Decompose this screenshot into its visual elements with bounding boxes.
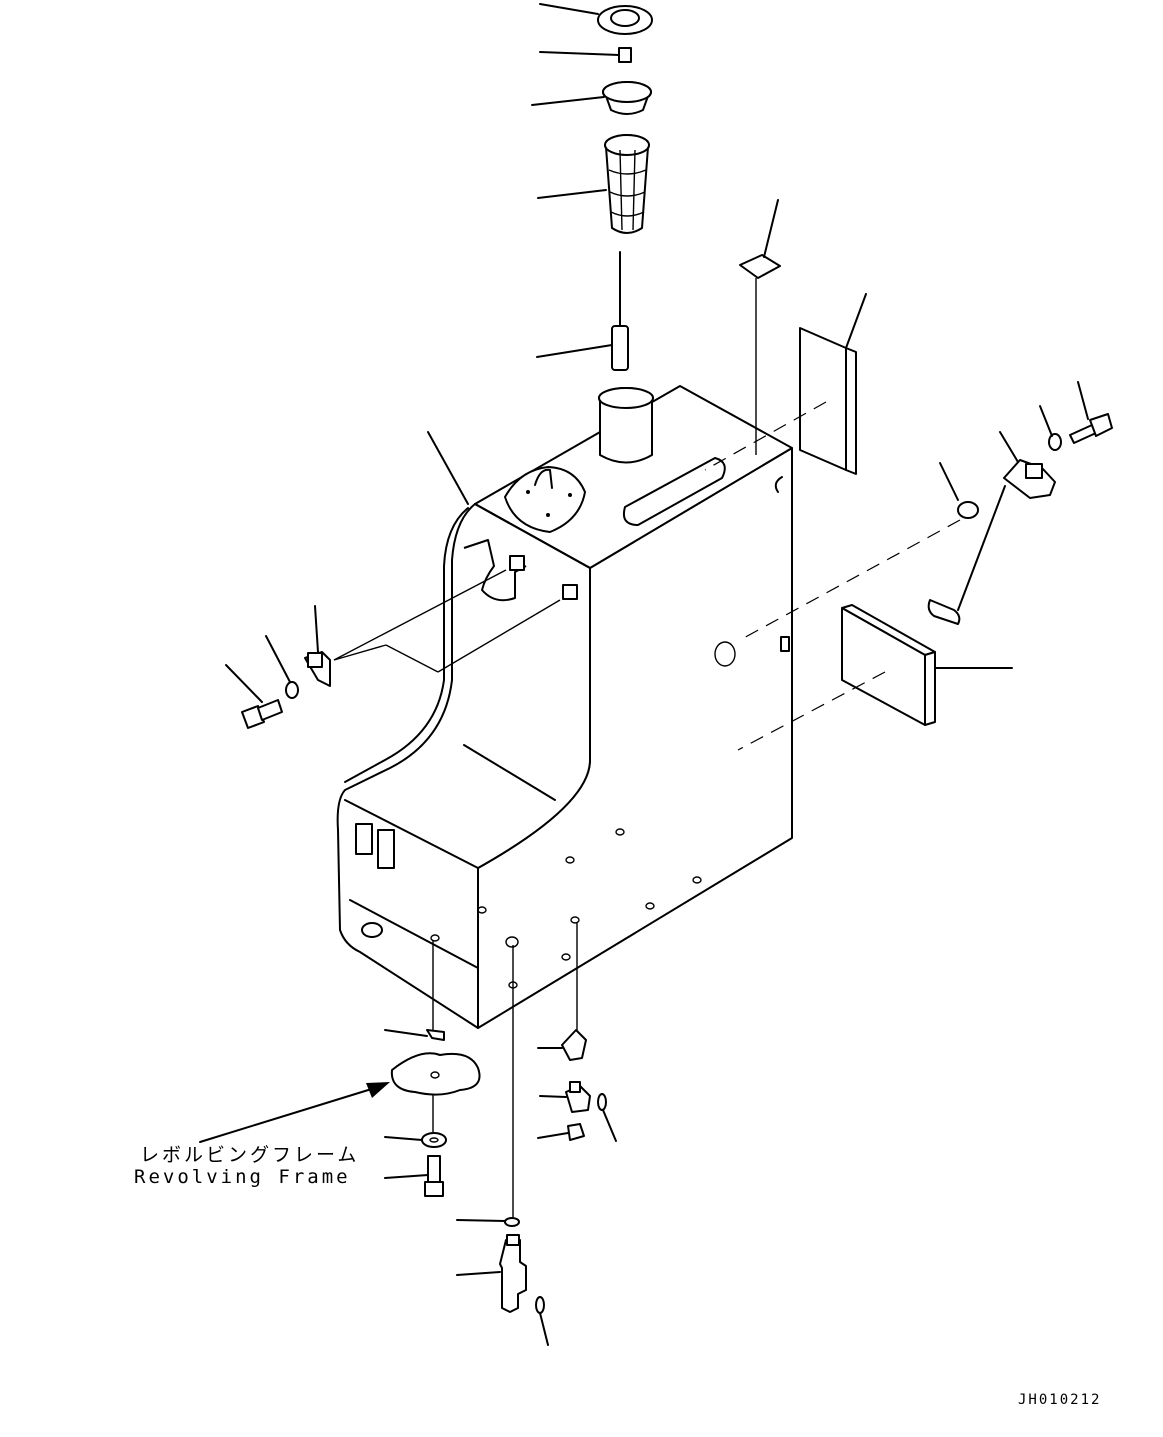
mount-plate [384,1029,445,1041]
filler-ring [531,81,652,115]
cap-pin [539,47,632,63]
plug-fitting [537,1123,585,1141]
tank-leader [427,431,469,505]
sensor-bolt [1069,381,1113,444]
insulation-pad-lower [737,604,1013,751]
clamp-washer [265,635,299,699]
filler-strainer [537,134,650,234]
drawing-code: JH010212 [1018,1392,1102,1408]
revolving-frame-outline [199,1052,481,1143]
insulation-pad-upper [704,293,867,475]
sensor-washer [1039,405,1062,451]
filler-cap [539,3,653,35]
revolving-frame-label-jp: レボルビングフレーム [140,1144,360,1166]
drain-oring [456,1217,520,1227]
clamp-bracket [304,605,331,687]
fuel-tank [336,385,793,1029]
drain-valve [456,1234,549,1346]
mount-bolt [384,1155,444,1197]
mount-washer [384,1132,447,1148]
clamp-bolt [225,664,283,729]
drain-cock [537,1029,587,1061]
clamp-guide-lines [333,569,561,673]
gauge-stick [536,251,629,371]
label-plate-small [739,199,781,455]
fuel-level-sensor [739,431,1056,641]
revolving-frame-label-en: Revolving Frame [134,1166,351,1188]
elbow-fitting [539,1081,617,1142]
